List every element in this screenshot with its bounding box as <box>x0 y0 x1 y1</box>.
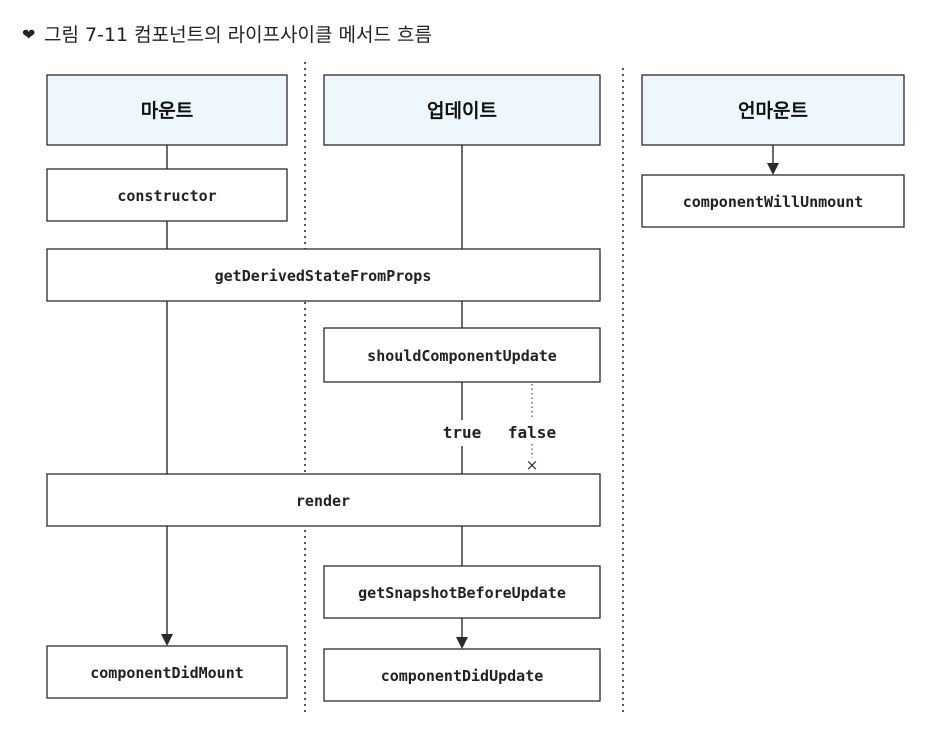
figure-caption: 그림 7-11 컴포넌트의 라이프사이클 메서드 흐름 <box>44 24 432 46</box>
should-component-update-box <box>323 327 601 383</box>
render-label: render <box>296 492 350 510</box>
get-derived-state-from-props-label: getDerivedStateFromProps <box>215 267 432 285</box>
constructor-box <box>46 168 288 222</box>
unmount-arrow-icon <box>767 163 779 175</box>
mount-didmount-arrow-icon <box>161 634 173 646</box>
component-will-unmount-box <box>641 174 905 228</box>
mount-header-label: 마운트 <box>141 100 193 122</box>
component-did-mount-box <box>46 645 288 699</box>
component-did-mount-label: componentDidMount <box>90 664 244 682</box>
constructor-label: constructor <box>117 187 216 205</box>
unmount-header-box <box>641 74 905 146</box>
get-derived-state-from-props-box <box>46 248 601 302</box>
get-snapshot-before-update-label: getSnapshotBeforeUpdate <box>358 584 566 602</box>
component-did-update-label: componentDidUpdate <box>381 667 544 685</box>
component-will-unmount-label: componentWillUnmount <box>683 193 864 211</box>
false-branch-blocked-icon: × <box>526 456 539 474</box>
mount-header-box <box>46 74 288 146</box>
update-didupdate-arrow-icon <box>456 637 468 649</box>
false-branch-label: false <box>508 423 556 442</box>
caption-heart-icon: ❤ <box>22 25 35 44</box>
should-component-update-label: shouldComponentUpdate <box>367 347 557 365</box>
update-header-box <box>323 74 601 146</box>
render-box <box>46 473 601 527</box>
component-did-update-box <box>323 648 601 702</box>
get-snapshot-before-update-box <box>323 565 601 619</box>
true-branch-label: true <box>443 423 482 442</box>
unmount-header-label: 언마운트 <box>738 100 808 122</box>
update-header-label: 업데이트 <box>427 100 497 122</box>
